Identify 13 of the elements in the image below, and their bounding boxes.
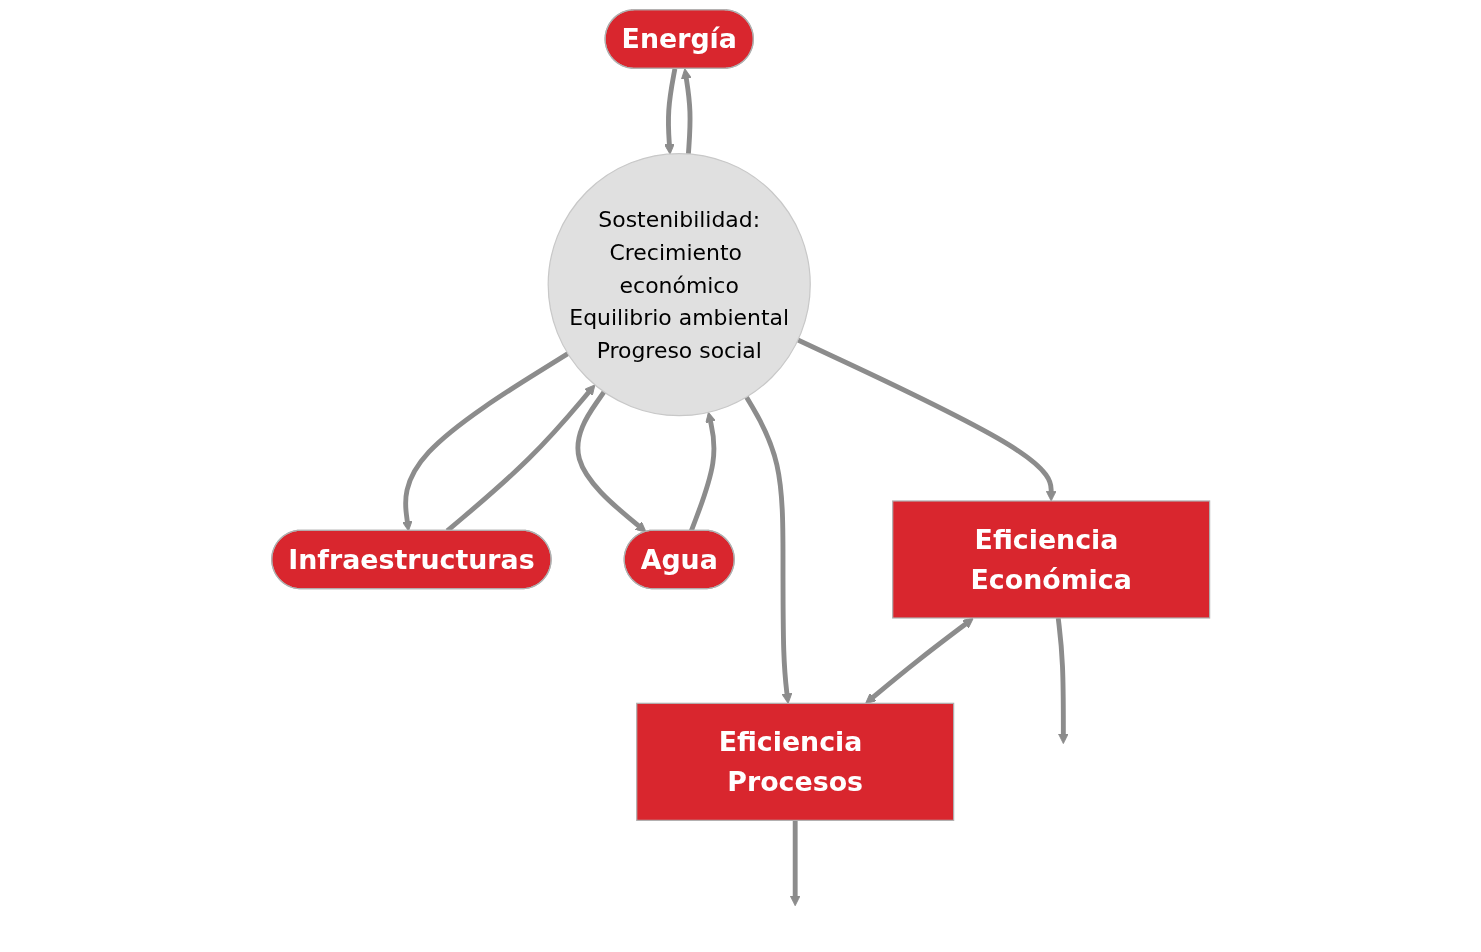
node-circle: Sostenibilidad: Crecimiento económico Equilibrio ambiental Progreso social [547,153,811,417]
arrow [663,68,678,155]
arrow [575,390,647,533]
arrow [865,617,974,704]
node-box: Eficiencia Económica [891,500,1211,619]
arrow [401,351,569,532]
node-box: Eficiencia Procesos [635,702,955,821]
arrow [789,820,801,907]
arrow [680,68,693,155]
arrow [796,337,1057,502]
arrow [688,411,717,532]
arrow [744,395,793,704]
arrow [1055,617,1069,745]
